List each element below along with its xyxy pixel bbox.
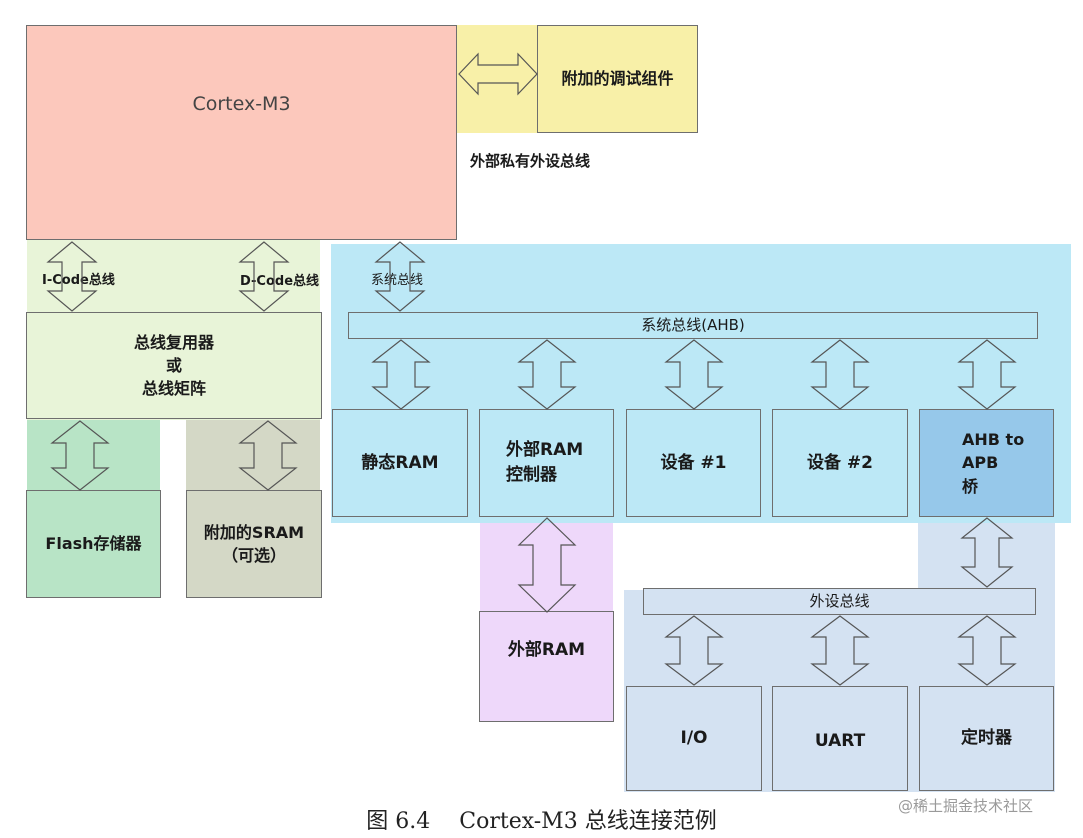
flash-memory-box: Flash存储器 (26, 490, 161, 598)
ahb-to-apb-bridge-box: AHB to APB 桥 (919, 409, 1054, 517)
debug-link-region (457, 25, 539, 133)
icode-bus-label: I-Code总线 (42, 273, 115, 288)
apb-bridge-column-region (918, 523, 1055, 590)
peripheral-bus-label: 外设总线 (809, 591, 870, 610)
ext-ram-controller-label: 外部RAM 控制器 (506, 440, 584, 485)
timer-box: 定时器 (919, 686, 1054, 791)
cortex-m3-label: Cortex-M3 (192, 92, 291, 115)
uart-label: UART (814, 731, 866, 751)
peripheral-bus-bar: 外设总线 (643, 588, 1036, 615)
ext-ram-column-region (480, 523, 613, 611)
ahb-system-bus-bar: 系统总线(AHB) (348, 312, 1038, 339)
bus-matrix-box: 总线复用器 或 总线矩阵 (26, 312, 322, 419)
uart-box: UART (772, 686, 908, 791)
external-ram-label: 外部RAM (507, 640, 586, 660)
device-1-box: 设备 #1 (626, 409, 761, 517)
static-ram-box: 静态RAM (332, 409, 468, 517)
ahb-to-apb-bridge-label: AHB to APB 桥 (962, 430, 1025, 496)
io-label: I/O (680, 728, 708, 749)
private-peripheral-bus-label: 外部私有外设总线 (470, 152, 591, 170)
flash-memory-label: Flash存储器 (45, 534, 142, 554)
bus-matrix-line2: 或 (165, 355, 182, 375)
debug-components-box: 附加的调试组件 (537, 25, 698, 133)
figure-caption: 图 6.4 Cortex-M3 总线连接范例 (366, 809, 717, 834)
bus-matrix-line1: 总线复用器 (133, 332, 214, 352)
dcode-bus-label: D-Code总线 (240, 274, 320, 289)
timer-label: 定时器 (961, 728, 1012, 749)
static-ram-label: 静态RAM (361, 452, 439, 473)
cortex-m3-core: Cortex-M3 (26, 25, 457, 240)
device-2-box: 设备 #2 (772, 409, 908, 517)
debug-components-label: 附加的调试组件 (561, 69, 674, 89)
flash-column-region (27, 420, 160, 490)
additional-sram-box: 附加的SRAM （可选） (186, 490, 322, 598)
io-box: I/O (626, 686, 762, 791)
sram-column-region (186, 420, 320, 490)
device-1-label: 设备 #1 (660, 452, 727, 473)
additional-sram-line1: 附加的SRAM (203, 522, 305, 542)
ext-ram-controller-box: 外部RAM 控制器 (479, 409, 614, 517)
ahb-system-bus-label: 系统总线(AHB) (641, 315, 745, 334)
watermark: @稀土掘金技术社区 (898, 797, 1034, 815)
system-bus-label: 系统总线 (371, 273, 424, 288)
external-ram-box: 外部RAM (479, 611, 614, 722)
device-2-label: 设备 #2 (807, 452, 873, 473)
additional-sram-line2: （可选） (221, 546, 286, 565)
bus-matrix-line3: 总线矩阵 (141, 379, 206, 399)
